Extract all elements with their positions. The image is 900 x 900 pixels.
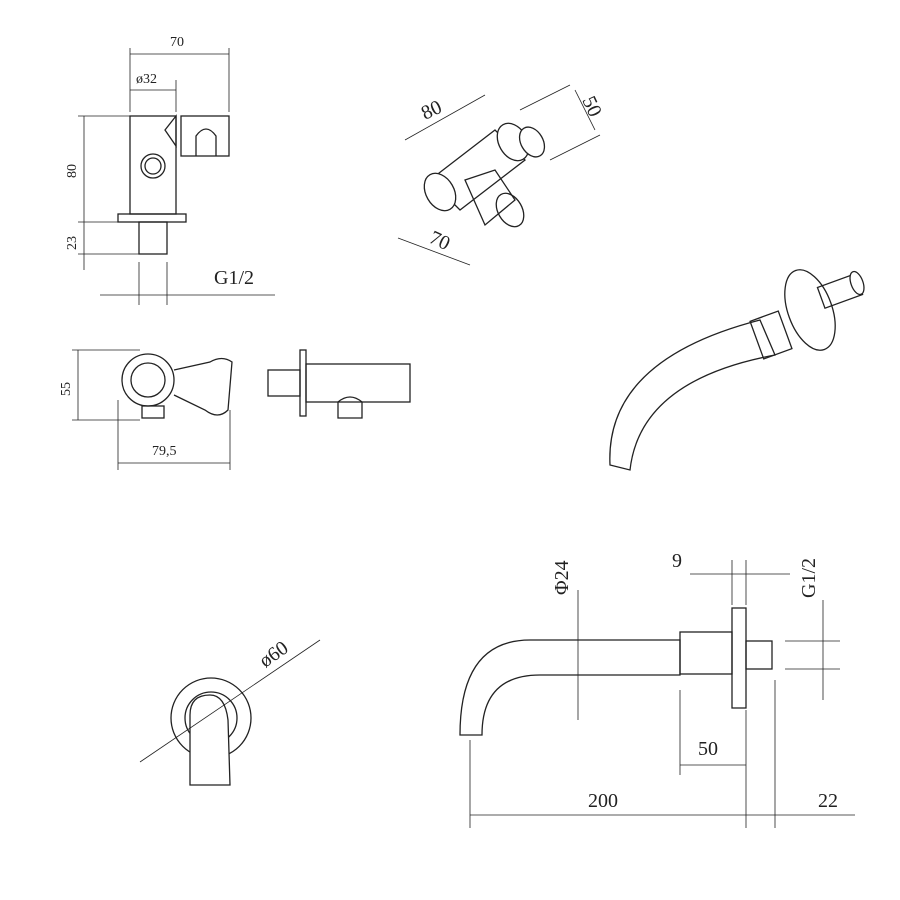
- spout-front-view: ø60: [139, 637, 321, 786]
- dim-bracket-width: 70: [170, 35, 184, 50]
- dim-spout-thread: G1/2: [798, 558, 820, 598]
- dim-bracket-stem: 23: [65, 236, 80, 250]
- bracket-top-view: 55 79,5: [59, 349, 411, 470]
- dim-iso-depth: 50: [577, 93, 605, 120]
- dim-flange-diameter: ø60: [255, 637, 292, 672]
- dim-flange-thickness: 9: [672, 550, 682, 572]
- dim-bracket-thread: G1/2: [214, 267, 254, 289]
- bracket-isometric-view: 80 50 70: [397, 84, 606, 266]
- dim-spout-diameter: Φ24: [551, 560, 573, 595]
- spout-perspective-view: [609, 269, 865, 471]
- spout-side-view: Φ24 9 G1/2 50 200 22: [459, 550, 855, 828]
- dim-iso-length: 80: [418, 96, 445, 124]
- dim-iso-width: 70: [426, 227, 453, 255]
- dim-body-length: 50: [698, 738, 718, 760]
- dim-top-height: 55: [59, 382, 74, 396]
- bracket-front-view: 70 ø32 80 23 G1/2: [65, 35, 275, 305]
- dim-bracket-diameter: ø32: [136, 72, 157, 87]
- dim-bracket-height: 80: [65, 164, 80, 178]
- dim-top-width: 79,5: [152, 444, 177, 459]
- dim-stem-length: 22: [818, 790, 838, 812]
- dim-spout-length: 200: [588, 790, 618, 812]
